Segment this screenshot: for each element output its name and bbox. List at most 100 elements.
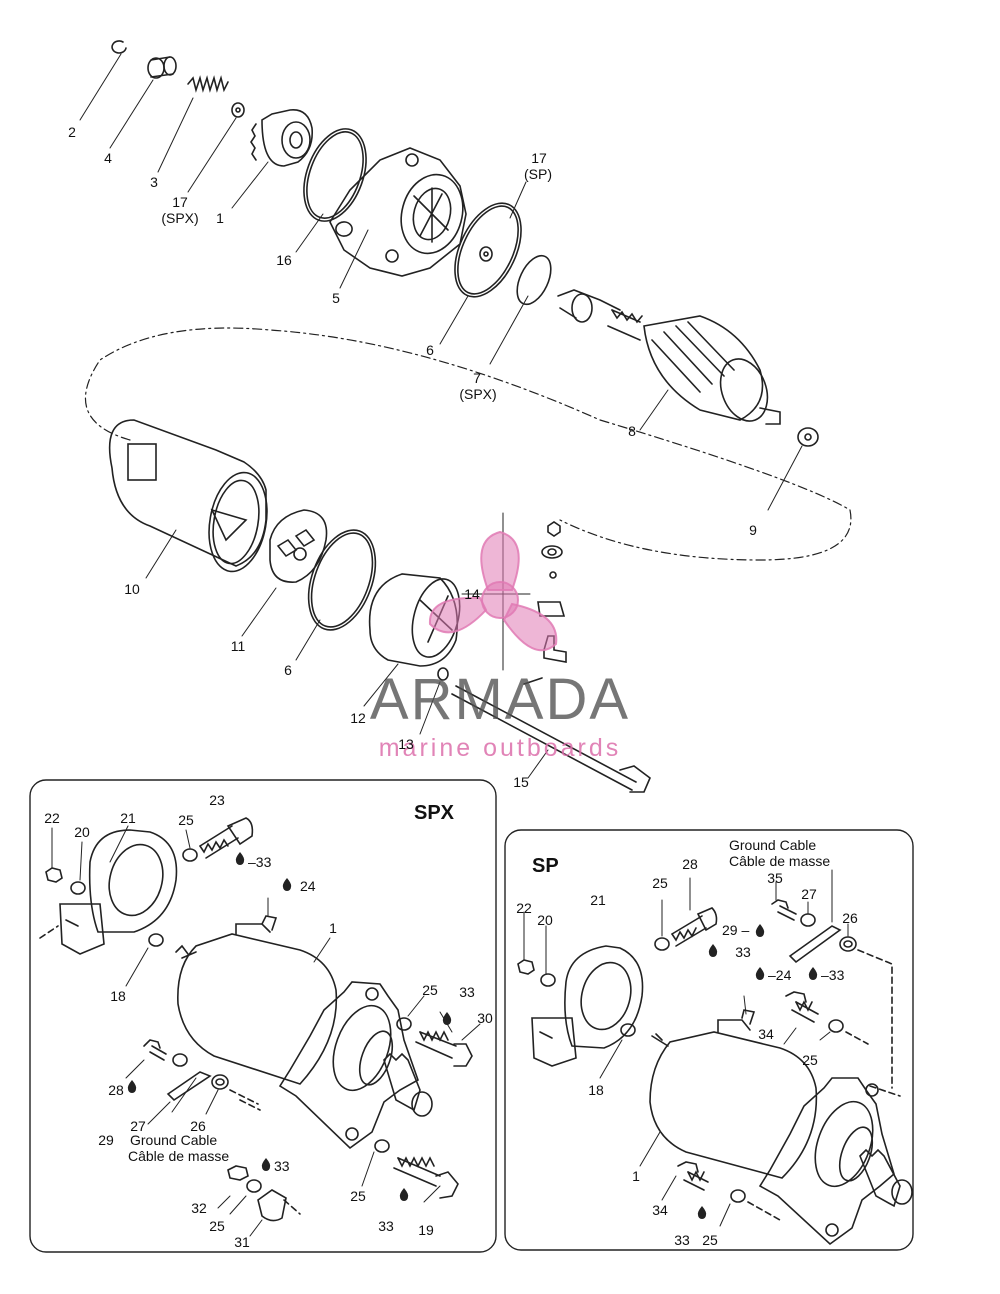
part-yoke-frame xyxy=(108,419,268,573)
part-brush-plate xyxy=(269,509,328,583)
part-o-ring-6a xyxy=(454,202,522,298)
sp-callout-34b: 34 xyxy=(652,1202,668,1218)
drop-icon xyxy=(261,1158,271,1171)
spx-callout-24: 24 xyxy=(300,878,316,894)
sp-callout-25a: 25 xyxy=(652,875,668,891)
spx-callout-20: 20 xyxy=(74,824,90,840)
sp-ground-cable-label-fr: Câble de masse xyxy=(729,853,831,869)
drop-icon xyxy=(442,1012,452,1025)
spx-callout-31: 31 xyxy=(234,1234,250,1250)
part-stop-collar xyxy=(147,56,177,79)
sp-callout-22: 22 xyxy=(516,900,532,916)
spx-panel-title: SPX xyxy=(414,802,455,824)
spx-callout-33c: 33 xyxy=(274,1158,290,1174)
spx-callout-30: 30 xyxy=(477,1010,493,1026)
callout-17-sp-note: (SP) xyxy=(524,166,552,182)
sp-callout-28: 28 xyxy=(682,856,698,872)
spx-leader-lines xyxy=(51,825,481,1237)
callout-7-note: (SPX) xyxy=(459,386,497,402)
part-through-bolt xyxy=(451,685,651,793)
spx-ground-cable-label-fr: Câble de masse xyxy=(128,1148,230,1164)
callout-2: 2 xyxy=(68,124,76,140)
sp-leader-lines xyxy=(523,869,849,1227)
watermark-tagline: marine outboards xyxy=(378,734,622,762)
callout-5: 5 xyxy=(332,290,340,306)
spx-callout-28: 28 xyxy=(108,1082,124,1098)
sp-callout-24: –24 xyxy=(768,967,792,983)
callout-7: 7 xyxy=(473,370,481,386)
callout-8: 8 xyxy=(628,423,636,439)
sp-callout-25c: 25 xyxy=(702,1232,718,1248)
callout-13: 13 xyxy=(398,736,414,752)
sp-callout-27: 27 xyxy=(801,886,817,902)
part-terminal-kit xyxy=(523,521,567,685)
drop-icon xyxy=(282,878,292,891)
part-armature xyxy=(557,289,781,425)
spx-callout-33d: 33 xyxy=(378,1218,394,1234)
spx-callout-25a: 25 xyxy=(178,812,194,828)
drop-icon xyxy=(708,944,718,957)
callout-12: 12 xyxy=(350,710,366,726)
callout-17-spx-note: (SPX) xyxy=(161,210,199,226)
spx-callout-27: 27 xyxy=(130,1118,146,1134)
sp-callout-35: 35 xyxy=(767,870,783,886)
part-washer-9 xyxy=(797,427,819,447)
callout-10: 10 xyxy=(124,581,140,597)
sp-ground-cable-label: Ground Cable xyxy=(729,837,817,853)
part-o-ring-6b xyxy=(307,529,377,631)
drop-icon xyxy=(697,1206,707,1219)
spx-starter-assembly xyxy=(39,817,473,1222)
drop-icon xyxy=(235,852,245,865)
spx-callout-33a: –33 xyxy=(248,854,272,870)
spx-panel-frame xyxy=(29,779,497,1253)
part-drive-pinion xyxy=(250,109,314,167)
part-washer-17-spx xyxy=(231,102,245,118)
spx-callout-19: 19 xyxy=(418,1222,434,1238)
callout-9: 9 xyxy=(749,522,757,538)
part-front-housing xyxy=(329,147,467,277)
spx-callout-32: 32 xyxy=(191,1200,207,1216)
spx-callout-1: 1 xyxy=(329,920,337,936)
spx-callout-25c: 25 xyxy=(209,1218,225,1234)
armada-propeller-logo xyxy=(428,530,558,652)
sp-callout-33b: –33 xyxy=(821,967,845,983)
lubricant-drop-icons xyxy=(127,852,818,1219)
sp-callout-34a: 34 xyxy=(758,1026,774,1042)
sp-starter-assembly xyxy=(517,899,913,1246)
sp-callout-29: 29 – xyxy=(722,922,750,938)
sp-callout-33a: 33 xyxy=(735,944,751,960)
part-o-ring-7 xyxy=(516,254,552,306)
spx-callout-22: 22 xyxy=(44,810,60,826)
callout-6a: 6 xyxy=(426,342,434,358)
callout-4: 4 xyxy=(104,150,112,166)
sp-callout-18: 18 xyxy=(588,1082,604,1098)
spx-callout-21: 21 xyxy=(120,810,136,826)
sp-panel-frame xyxy=(504,829,914,1251)
spx-callout-25b: 25 xyxy=(422,982,438,998)
sp-callout-25b: 25 xyxy=(802,1052,818,1068)
callout-16: 16 xyxy=(276,252,292,268)
leader-lines-top xyxy=(79,53,803,779)
spx-ground-cable-label: Ground Cable xyxy=(130,1132,218,1148)
drop-icon xyxy=(399,1188,409,1201)
spx-callout-18: 18 xyxy=(110,988,126,1004)
part-washer-17-sp xyxy=(479,246,493,262)
part-spring xyxy=(187,75,229,93)
drop-icon xyxy=(755,967,765,980)
sp-callout-26: 26 xyxy=(842,910,858,926)
sp-callout-21: 21 xyxy=(590,892,606,908)
sp-callout-33c: 33 xyxy=(674,1232,690,1248)
callout-1: 1 xyxy=(216,210,224,226)
callout-3: 3 xyxy=(150,174,158,190)
sp-callout-1: 1 xyxy=(632,1168,640,1184)
callout-17-sp: 17 xyxy=(531,150,547,166)
spx-callout-25d: 25 xyxy=(350,1188,366,1204)
spx-callout-26: 26 xyxy=(190,1118,206,1134)
callout-11: 11 xyxy=(230,638,246,654)
part-circlip xyxy=(111,40,127,54)
spx-callout-33b: 33 xyxy=(459,984,475,1000)
drop-icon xyxy=(127,1080,137,1093)
callout-17-spx: 17 xyxy=(172,194,188,210)
spx-callout-29: 29 xyxy=(98,1132,114,1148)
